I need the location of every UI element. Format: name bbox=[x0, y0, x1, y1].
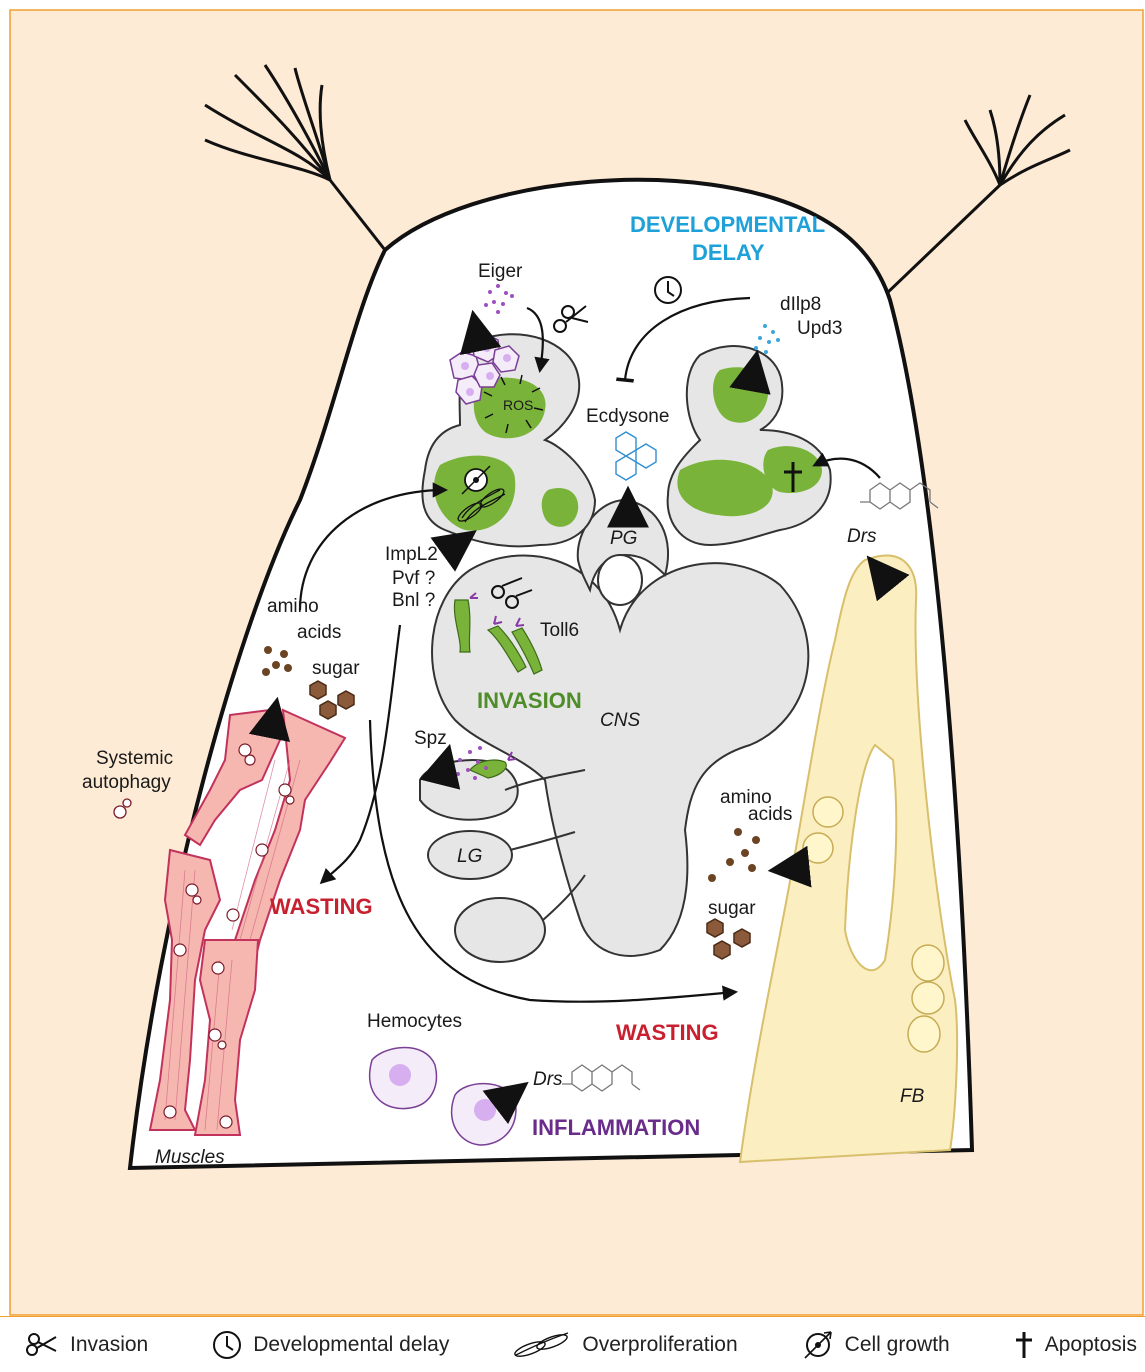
legend-label: Invasion bbox=[70, 1333, 148, 1357]
tumor-patch-left-b bbox=[542, 488, 578, 527]
toll6-label: Toll6 bbox=[540, 620, 579, 641]
drs-bottom-label: Drs bbox=[533, 1069, 563, 1090]
lg-label: LG bbox=[457, 846, 482, 867]
spz-label: Spz bbox=[414, 728, 447, 749]
clock-icon bbox=[211, 1329, 243, 1361]
drs-top-label: Drs bbox=[847, 526, 877, 547]
cross-icon bbox=[1013, 1330, 1035, 1360]
larva-diagram: ROS bbox=[0, 0, 1145, 1316]
legend-item-invasion: Invasion bbox=[24, 1331, 148, 1359]
bnl-label: Bnl ? bbox=[392, 590, 435, 611]
amino-acids-left-label-2: acids bbox=[297, 622, 341, 643]
legend-label: Developmental delay bbox=[253, 1333, 449, 1357]
fb-label: FB bbox=[900, 1086, 925, 1107]
cell-growth-icon bbox=[801, 1328, 835, 1362]
sugar-right-label: sugar bbox=[708, 898, 756, 919]
pvf-label: Pvf ? bbox=[392, 568, 435, 589]
legend-item-developmental-delay: Developmental delay bbox=[211, 1329, 449, 1361]
wasting-left-heading: WASTING bbox=[270, 894, 373, 919]
small-disc-bottom bbox=[455, 898, 545, 962]
developmental-delay-heading-2: DELAY bbox=[692, 240, 765, 265]
hemocytes-label: Hemocytes bbox=[367, 1011, 462, 1032]
systemic-autophagy-label-2: autophagy bbox=[82, 772, 171, 793]
legend-label: Overproliferation bbox=[582, 1333, 737, 1357]
systemic-autophagy-label-1: Systemic bbox=[96, 748, 173, 769]
ecdysone-label: Ecdysone bbox=[586, 406, 669, 427]
pg-label: PG bbox=[610, 528, 637, 549]
muscles-label: Muscles bbox=[155, 1147, 225, 1168]
legend-label: Cell growth bbox=[845, 1333, 950, 1357]
amino-acids-right-label-2: acids bbox=[748, 804, 792, 825]
legend-item-apoptosis: Apoptosis bbox=[1013, 1330, 1137, 1360]
scissors-icon bbox=[24, 1331, 60, 1359]
invasion-heading: INVASION bbox=[477, 688, 582, 713]
eiger-label: Eiger bbox=[478, 261, 523, 282]
wasting-bottom-heading: WASTING bbox=[616, 1020, 719, 1045]
legend-item-overproliferation: Overproliferation bbox=[512, 1331, 737, 1359]
ros-label: ROS bbox=[503, 397, 533, 413]
cns-label: CNS bbox=[600, 710, 640, 731]
legend: Invasion Developmental delay Overprolife… bbox=[0, 1316, 1145, 1372]
legend-label: Apoptosis bbox=[1045, 1333, 1137, 1357]
inflammation-heading: INFLAMMATION bbox=[532, 1115, 700, 1140]
upd3-label: Upd3 bbox=[797, 318, 842, 339]
amino-acids-left-label-1: amino bbox=[267, 596, 319, 617]
sugar-left-label: sugar bbox=[312, 658, 360, 679]
legend-item-cell-growth: Cell growth bbox=[801, 1328, 950, 1362]
impl2-label: ImpL2 bbox=[385, 544, 438, 565]
dividing-cell-icon bbox=[512, 1331, 572, 1359]
ring-gland-hole bbox=[598, 555, 642, 605]
dilp8-label: dIlp8 bbox=[780, 294, 821, 315]
developmental-delay-heading: DEVELOPMENTAL bbox=[630, 212, 825, 237]
clock-icon-delay bbox=[655, 277, 681, 303]
